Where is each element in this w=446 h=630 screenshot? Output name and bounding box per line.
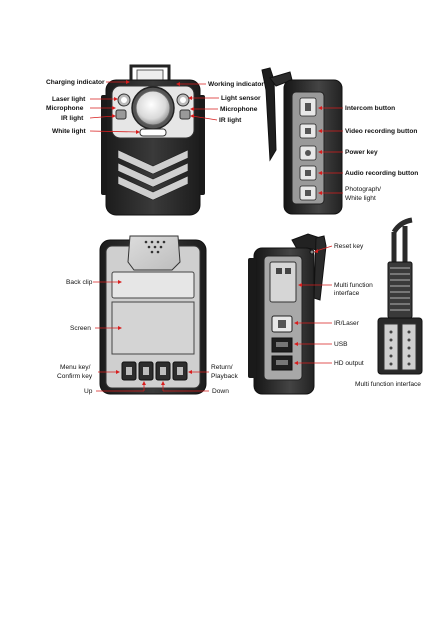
reset-key-label: Reset key [334, 243, 364, 250]
microphone-right-label: Microphone [220, 106, 258, 113]
microphone-left-label: Microphone [46, 105, 84, 112]
hd-output-label: HD output [334, 360, 364, 367]
return-key-label-line1: Return/ [211, 364, 233, 371]
return-key-label-line2: Playback [211, 373, 238, 380]
multi-function-port[interactable] [269, 261, 297, 303]
front-view: Charging indicator Working indicator Las… [46, 64, 264, 216]
laser-light-label: Laser light [52, 96, 86, 103]
reset-key[interactable] [309, 249, 315, 255]
side-view-right: Intercom button Video recording button P… [261, 67, 418, 215]
charging-indicator-label: Charging indicator [46, 79, 105, 86]
ir-laser-label: IR/Laser [334, 320, 360, 327]
usb-label: USB [334, 341, 348, 348]
down-key-label: Down [212, 388, 229, 395]
multi-function-connector [377, 217, 423, 375]
multi-function-label-line1: Multi function [334, 282, 373, 289]
side-left-arrows [294, 245, 333, 365]
back-clip-label: Back clip [66, 279, 93, 286]
ir-light-right-label: IR light [219, 117, 242, 124]
video-recording-button-label: Video recording button [345, 128, 417, 135]
back-arrows [93, 280, 209, 392]
light-sensor-label: Light sensor [221, 95, 261, 102]
menu-key-label-line2: Confirm key [57, 373, 93, 380]
up-key-label: Up [84, 388, 93, 395]
ir-light-left-label: IR light [61, 115, 84, 122]
intercom-button-label: Intercom button [345, 105, 395, 112]
side-view-left: Reset key Multi function interface IR/La… [248, 217, 423, 395]
menu-key-label-line1: Menu key/ [60, 364, 91, 371]
photograph-label-line1: Photograph/ [345, 186, 381, 193]
front-arrows [89, 80, 219, 134]
multi-function-label-line2: interface [334, 290, 360, 297]
screen [111, 301, 195, 355]
multi-function-interface-caption: Multi function interface [355, 381, 421, 388]
screen-label: Screen [70, 325, 91, 332]
audio-recording-button-label: Audio recording button [345, 170, 418, 177]
power-key-label: Power key [345, 149, 378, 156]
white-light-label: White light [52, 128, 86, 135]
photograph-label-line2: White light [345, 195, 376, 202]
back-view: Back clip Screen Menu key/ Confirm key R… [57, 235, 238, 395]
side-right-arrows [318, 106, 343, 195]
working-indicator-label: Working indicator [208, 81, 264, 88]
